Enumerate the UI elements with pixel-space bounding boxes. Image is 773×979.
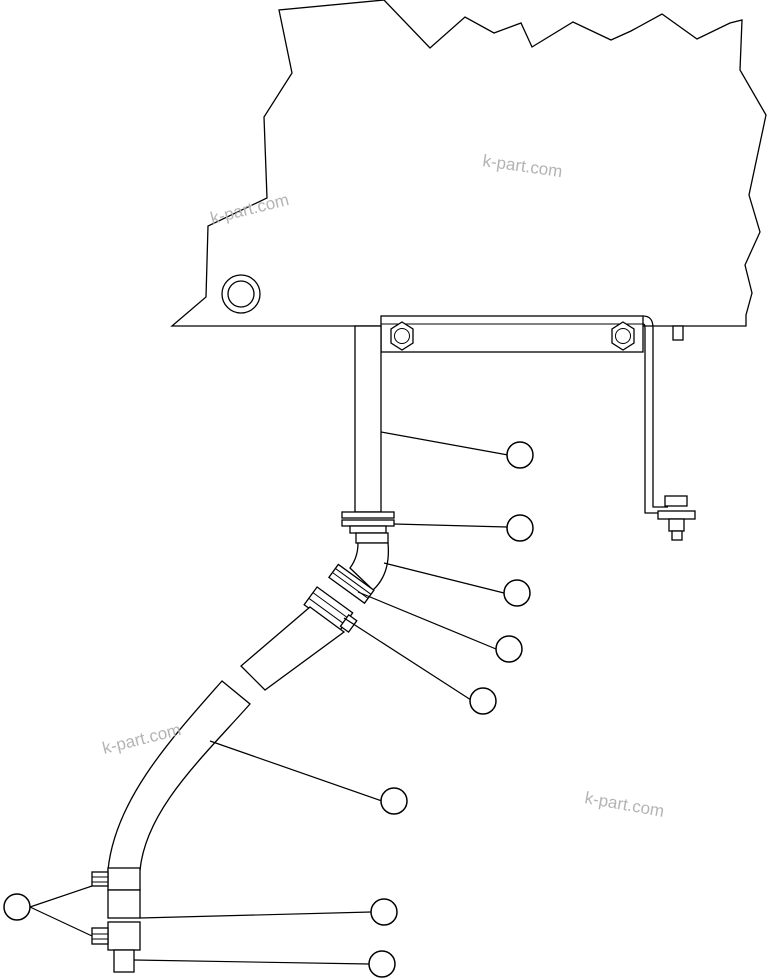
bracket-bolt-right (611, 321, 635, 351)
vertical-pipe (354, 325, 382, 513)
callout-balloon (495, 635, 523, 663)
callout-balloon (506, 514, 534, 542)
hose-clamp (303, 586, 358, 634)
lower-bracket-bolt (657, 495, 696, 541)
outlet-tube (113, 949, 135, 973)
callout-balloon (368, 950, 396, 978)
pipe-flange (341, 511, 395, 534)
callout-balloon (506, 441, 534, 469)
callout-balloon (370, 898, 398, 926)
leader-lines (29, 431, 509, 965)
lower-hose-clamp-upper (91, 867, 141, 891)
hose-upper (240, 606, 346, 691)
lower-hose-clamp-lower (91, 921, 141, 951)
bracket-bolt-left (390, 321, 414, 351)
callout-balloon (380, 787, 408, 815)
callout-balloon (3, 893, 31, 921)
upper-stud-bolt (672, 325, 684, 341)
callout-balloon (503, 579, 531, 607)
machine-frame (170, 0, 767, 327)
hose-lower (107, 680, 251, 871)
watermark: k-part.com (583, 788, 665, 821)
callout-balloon (469, 687, 497, 715)
frame-bolt-hole (221, 274, 261, 314)
mounting-bracket (380, 315, 668, 514)
lower-hose-end (107, 889, 141, 919)
